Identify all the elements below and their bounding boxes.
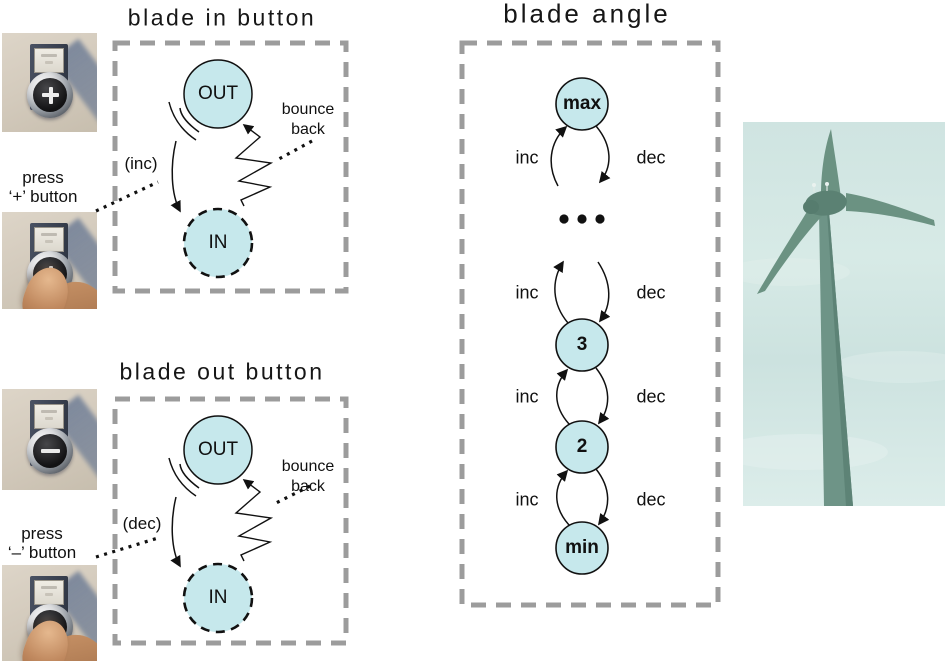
dec-label: dec: [636, 147, 666, 168]
wind-turbine-photo: [743, 122, 945, 506]
photo-plus-button-pressed: [2, 212, 97, 309]
minus-symbol-icon: [41, 449, 60, 453]
bounce-back-leader-dots: [276, 139, 313, 162]
inc-transition-arrow: [170, 140, 181, 213]
dec-arc: [595, 125, 611, 184]
state-2-label: 2: [576, 436, 588, 457]
dec-label: dec: [636, 489, 666, 510]
ellipsis-dot: [595, 214, 605, 224]
bounce-back-line2: back: [291, 478, 325, 495]
press-line2: ‘+’ button: [8, 187, 78, 206]
press-line1: press: [21, 524, 63, 543]
bounce-back-label: bounce back: [282, 457, 335, 497]
press-plus-leader-dots: [95, 180, 159, 213]
label-smudge: [45, 61, 53, 64]
turbine-hub-nose: [803, 200, 819, 214]
button-device-label: [34, 48, 64, 73]
bounce-back-zigzag: [234, 479, 274, 562]
state-max-label: max: [562, 93, 602, 114]
turbine-blade-up: [821, 129, 841, 198]
ellipsis-dot: [559, 214, 569, 224]
blade-out-title: blade out button: [119, 358, 325, 385]
state-min-label: min: [565, 537, 599, 558]
bounce-mark-arc: [179, 463, 200, 489]
bounce-back-line1: bounce: [281, 458, 335, 475]
dec-event-label: (dec): [122, 514, 162, 533]
inc-arc: [553, 260, 569, 324]
plus-symbol-icon: [48, 86, 53, 104]
label-smudge: [41, 410, 57, 413]
turbine-blade-right: [846, 193, 935, 226]
label-smudge: [45, 417, 53, 420]
press-plus-label: press ‘+’ button: [9, 168, 78, 206]
state-out-label: OUT: [197, 83, 239, 104]
bounce-back-line1: bounce: [281, 101, 335, 118]
bounce-mark-arc: [168, 457, 197, 497]
dec-label: dec: [636, 386, 666, 407]
button-device-label: [34, 404, 64, 429]
blade-in-title: blade in button: [127, 4, 317, 31]
nacelle-instrument: [825, 182, 829, 186]
photo-plus-button: [2, 33, 97, 132]
cloud: [833, 351, 945, 383]
press-line2: ‘–’ button: [7, 543, 77, 562]
bounce-mark-arc: [179, 107, 200, 133]
inc-event-label: (inc): [124, 154, 158, 173]
dec-arc: [595, 367, 610, 425]
photo-minus-button: [2, 389, 97, 490]
label-smudge: [45, 240, 53, 243]
button-device-label: [34, 227, 64, 252]
dec-label: dec: [636, 282, 666, 303]
state-3-label: 3: [576, 334, 588, 355]
dec-transition-arrow: [170, 496, 181, 568]
state-out-label: OUT: [197, 439, 239, 460]
blade-angle-title: blade angle: [503, 0, 671, 29]
dec-arc: [595, 468, 610, 526]
wind-turbine-drawing: [743, 129, 945, 506]
state-in-label: IN: [208, 587, 228, 608]
bounce-back-label: bounce back: [282, 100, 335, 140]
label-smudge: [41, 54, 57, 57]
label-smudge: [41, 233, 57, 236]
ellipsis-dot: [577, 214, 587, 224]
bounce-back-line2: back: [291, 121, 325, 138]
blade-angle-diagram: [459, 40, 721, 608]
bounce-mark-arc: [168, 101, 197, 141]
button-device-label: [34, 580, 64, 605]
state-in-label: IN: [208, 232, 228, 253]
cloud: [743, 434, 888, 470]
inc-label: inc: [515, 489, 539, 510]
turbine-tower-shade: [827, 211, 853, 506]
photo-minus-button-pressed: [2, 565, 97, 661]
nacelle-instrument: [812, 183, 816, 187]
label-smudge: [45, 593, 53, 596]
press-line1: press: [22, 168, 64, 187]
inc-label: inc: [515, 147, 539, 168]
inc-arc: [550, 125, 568, 187]
label-smudge: [41, 586, 57, 589]
press-minus-leader-dots: [95, 536, 159, 559]
press-minus-label: press ‘–’ button: [8, 524, 76, 562]
inc-arc: [556, 469, 570, 526]
dec-arc: [597, 261, 611, 323]
inc-label: inc: [515, 386, 539, 407]
blade-angle-boundary-box: [459, 40, 721, 608]
inc-arc: [556, 368, 570, 425]
turbine-blade-down-left: [757, 202, 825, 294]
bounce-back-zigzag: [234, 124, 274, 207]
inc-label: inc: [515, 282, 539, 303]
